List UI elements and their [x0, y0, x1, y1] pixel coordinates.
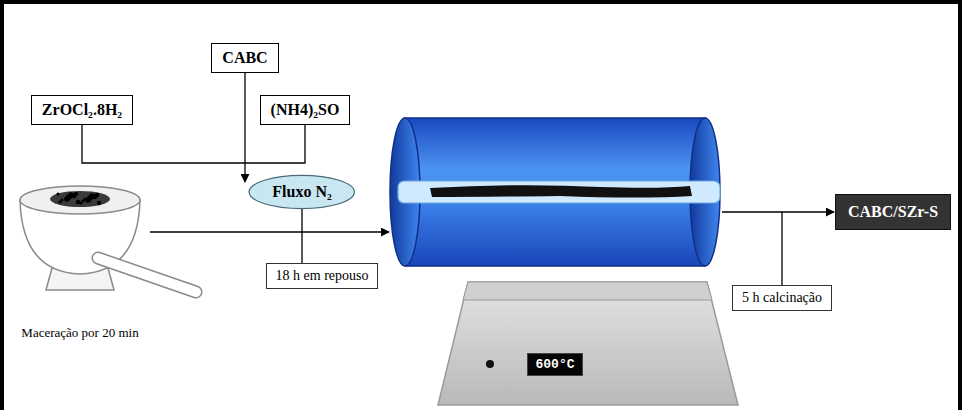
connector-line	[82, 125, 305, 163]
connector-line	[301, 208, 302, 263]
reagent-box: CABC	[211, 43, 278, 73]
flow-arrow	[150, 231, 389, 232]
caption-label: Maceração por 20 min	[20, 325, 140, 341]
product-box: CABC/SZr-S	[835, 194, 951, 230]
gas-flow-ellipse: Fluxo N₂	[248, 174, 355, 210]
temperature-display: 600°C	[527, 353, 582, 376]
reagent-box: (NH4)₂SO	[260, 95, 351, 125]
step-box: 18 h em repouso	[266, 263, 379, 289]
node-text: CABC/SZr-S	[848, 203, 938, 221]
node-text: 5 h calcinação	[742, 290, 822, 306]
node-text: ZrOCl₂.8H₂	[42, 101, 122, 119]
mortar-illustration	[20, 186, 196, 292]
tube-furnace-illustration	[390, 118, 738, 405]
reagent-box: ZrOCl₂.8H₂	[31, 95, 133, 125]
node-text: 600°C	[535, 357, 574, 372]
node-text: Fluxo N₂	[272, 183, 331, 201]
node-text: 18 h em repouso	[276, 268, 369, 284]
leader-line	[781, 212, 782, 285]
flow-arrow	[722, 211, 834, 212]
flow-arrow	[244, 73, 245, 182]
node-text: CABC	[222, 49, 267, 67]
step-box: 5 h calcinação	[732, 285, 832, 311]
node-text: (NH4)₂SO	[271, 101, 340, 119]
